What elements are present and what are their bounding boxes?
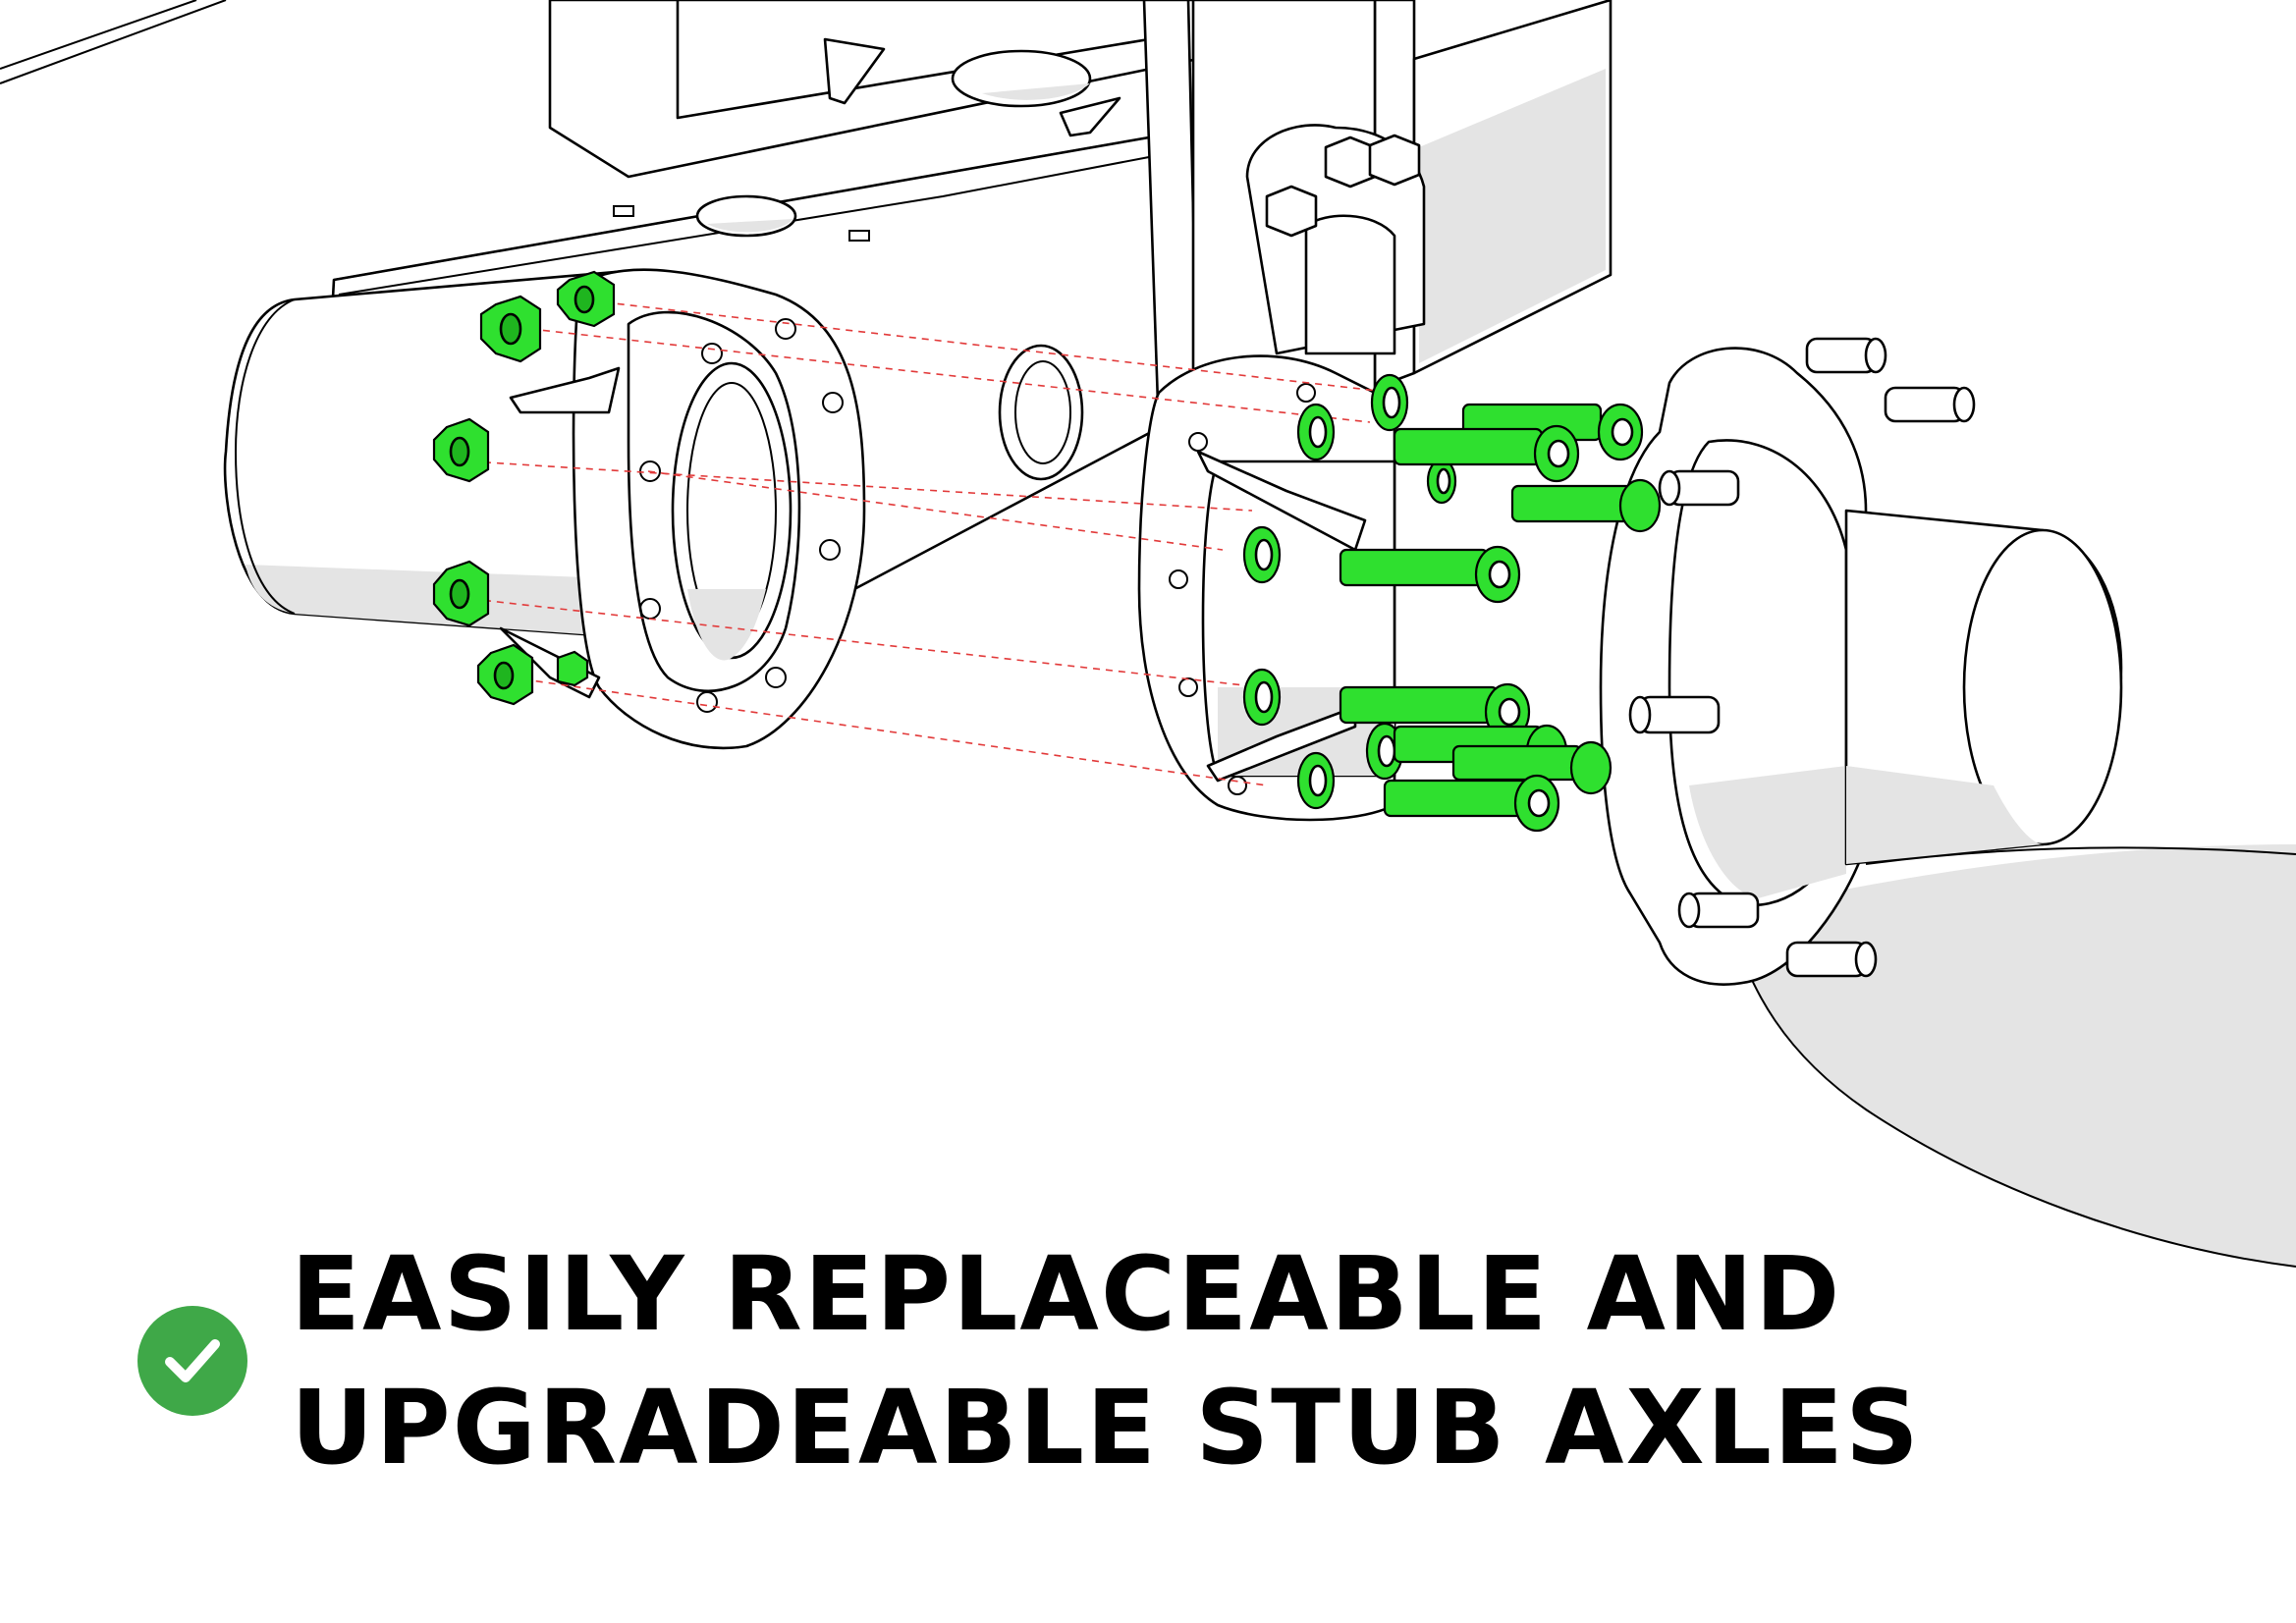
nut (432, 417, 490, 483)
alignment-guides (470, 298, 1395, 786)
checkmark-glyph (165, 1339, 220, 1382)
feature-caption: EASILY REPLACEABLE AND UPGRADEABLE STUB … (137, 1227, 1921, 1494)
bolt (1339, 545, 1521, 604)
caption-text: EASILY REPLACEABLE AND UPGRADEABLE STUB … (291, 1227, 1921, 1494)
washer (1242, 668, 1282, 727)
nut (556, 650, 589, 687)
washer (1370, 373, 1409, 432)
bolt (1383, 774, 1560, 833)
washer (1426, 458, 1457, 505)
wheel-hub (1599, 337, 2123, 986)
mounting-plate (1245, 124, 1426, 355)
washer (1242, 525, 1282, 584)
washer (1296, 403, 1336, 461)
bolt (1451, 740, 1613, 795)
hardware-bolts (1339, 403, 1662, 833)
bolt (1393, 424, 1580, 483)
caption-line-1: EASILY REPLACEABLE AND (291, 1234, 1842, 1354)
stub-axle-flange (1137, 354, 1396, 822)
check-circle-icon (137, 1306, 247, 1416)
bolt (1339, 682, 1531, 741)
bolt (1510, 478, 1662, 533)
axle-flange (499, 268, 866, 750)
nut (476, 643, 534, 706)
nut (556, 270, 616, 328)
hub-studs (1628, 337, 1976, 978)
caption-line-2: UPGRADEABLE STUB AXLES (291, 1368, 1921, 1488)
nut (479, 295, 542, 363)
washer (1296, 751, 1336, 810)
hardware-nuts (432, 270, 616, 706)
nut (432, 560, 490, 627)
